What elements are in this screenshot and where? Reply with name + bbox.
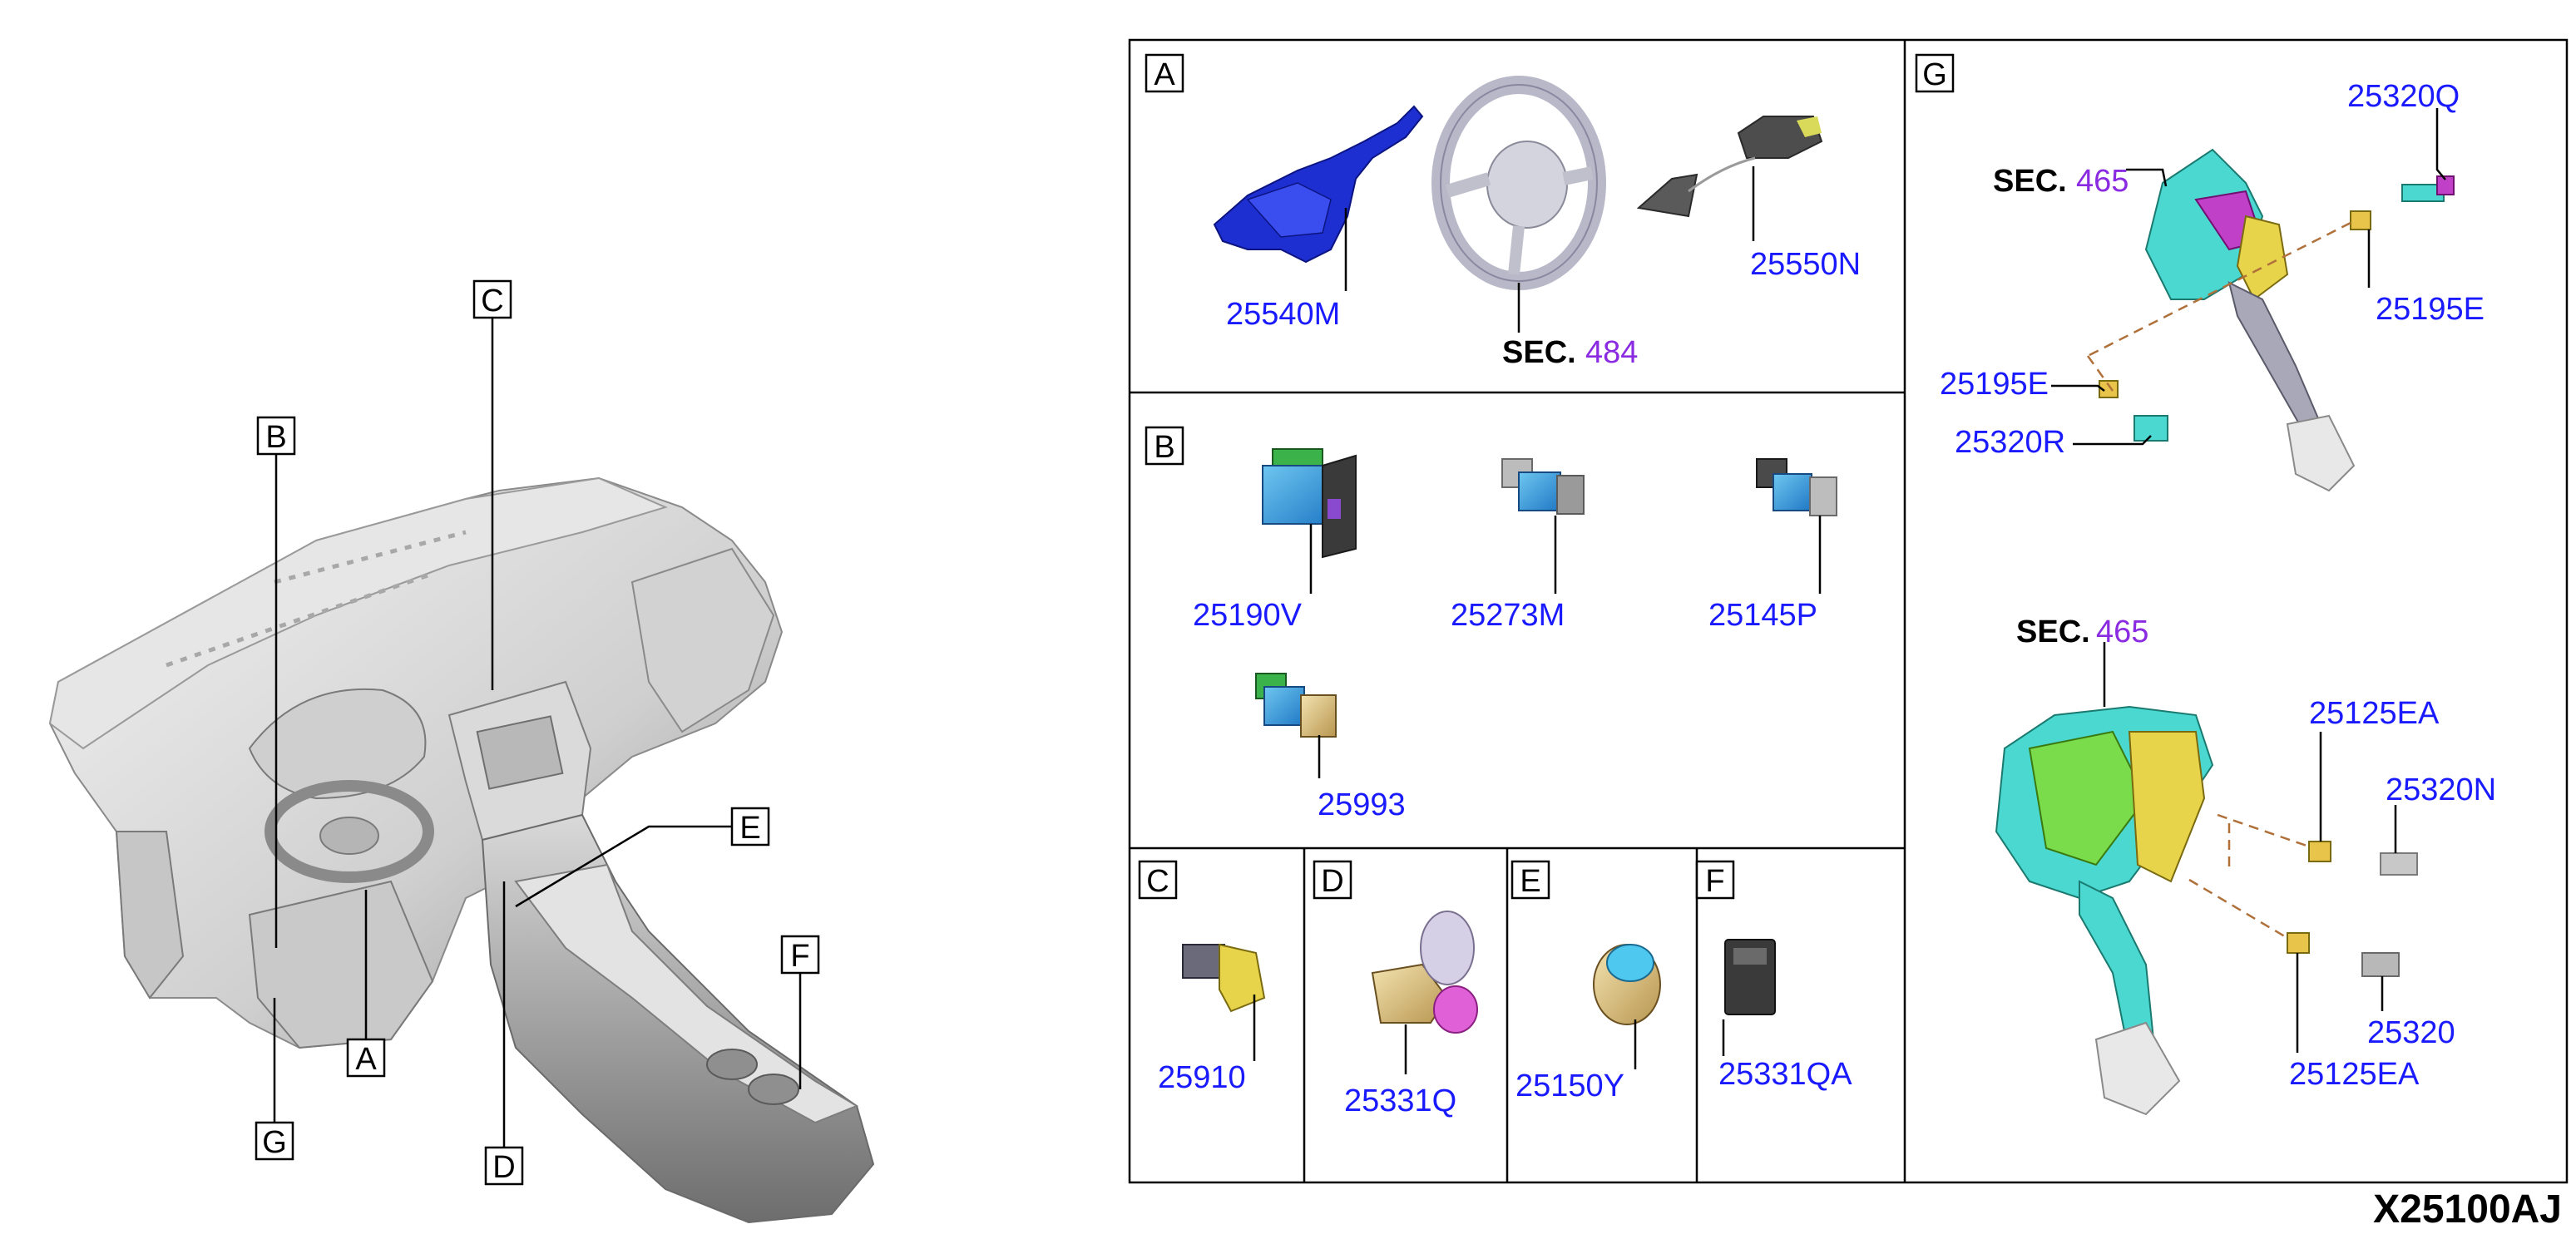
panel-b: B 25190V 25273M 25145P [1145,426,1837,822]
callout-b: B [256,416,296,456]
part-25320r: 25320R [1955,425,2065,460]
callout-d: D [484,1146,524,1186]
panel-d-label: D [1321,864,1343,899]
part-25910: 25910 [1158,1060,1246,1095]
switches-lower-illustration [2287,841,2418,977]
panel-b-label-box [1145,426,1184,466]
sec-465-lower-prefix: SEC. [2016,615,2090,649]
steering-wheel-illustration [1431,76,1606,290]
part-25190v: 25190V [1193,598,1303,633]
clutch-pedal-lower-illustration [1995,705,2214,1116]
part-25195e-right: 25195E [2376,292,2485,327]
switch-25910-illustration [1182,943,1266,1013]
panel-a: A 25540M SEC. 484 25550N [1145,53,1861,370]
part-25550n: 25550N [1750,247,1861,282]
sec-465-upper-prefix: SEC. [1993,164,2067,199]
part-25125ea-top: 25125EA [2309,696,2440,731]
part-25273m: 25273M [1451,598,1565,633]
svg-text:C: C [481,284,503,318]
panel-grid-frame [1128,38,2569,1184]
part-25145p: 25145P [1708,598,1817,633]
panel-e-label: E [1520,864,1540,899]
dashboard-overview-illustration [48,476,875,1224]
panel-e: E 25150Y [1510,860,1661,1103]
callout-f: F [780,935,820,975]
brake-switch-upper-illustration [2099,175,2455,442]
panel-f-label: F [1705,864,1724,899]
panel-a-label: A [1154,57,1175,92]
overview-callouts: C B E F A G D [255,279,820,1186]
part-25331qa: 25331QA [1718,1057,1852,1092]
overview-leader-lines [273,318,802,1148]
sec-484-number: 484 [1585,335,1638,370]
part-25320: 25320 [2367,1015,2455,1050]
callout-a: A [346,1038,386,1078]
panel-c-label: C [1146,864,1169,899]
panel-f: F 25331QA [1695,860,1852,1092]
switch-25993-illustration [1255,673,1337,738]
svg-text:A: A [355,1042,377,1077]
part-25320q: 25320Q [2347,79,2460,114]
switch-25145p-illustration [1756,458,1837,516]
switch-25273m-illustration [1501,458,1585,515]
diagram-id: X25100AJ [2373,1187,2562,1232]
part-25125ea-bottom: 25125EA [2289,1057,2420,1092]
callout-e: E [730,807,770,847]
steering-switch-illustration [1636,116,1823,218]
sec-465-upper-number: 465 [2076,164,2129,199]
part-25331q: 25331Q [1344,1083,1456,1118]
callout-c: C [472,279,512,319]
combination-switch-illustration [1213,105,1424,264]
callout-g: G [255,1121,294,1161]
switch-25190v-illustration [1262,448,1357,559]
svg-text:B: B [265,420,286,455]
sec-465-lower-number: 465 [2096,615,2148,649]
panel-a-label-box [1145,53,1184,93]
panel-b-label: B [1154,430,1174,465]
svg-text:E: E [739,811,760,846]
svg-text:G: G [262,1125,287,1160]
part-25993: 25993 [1318,787,1406,822]
panel-g-label: G [1922,57,1947,92]
svg-text:D: D [492,1150,515,1185]
ignition-switch-25150y-illustration [1593,944,1661,1025]
brake-pedal-upper-illustration [2144,148,2356,492]
part-25540m: 25540M [1226,297,1340,332]
panel-c: C 25910 [1138,860,1266,1095]
switch-25331qa-illustration [1724,939,1776,1015]
panel-d: D 25331Q [1313,860,1478,1118]
part-25195e-left: 25195E [1940,367,2049,402]
part-25320n: 25320N [2386,772,2496,807]
svg-text:F: F [790,939,809,974]
panel-g: G SEC. 465 25320Q 25195E 25195E 25320R [1915,53,2496,1116]
sec-484-prefix: SEC. [1502,335,1576,370]
part-25150y: 25150Y [1515,1069,1624,1103]
power-outlet-25331q-illustration [1371,911,1478,1034]
